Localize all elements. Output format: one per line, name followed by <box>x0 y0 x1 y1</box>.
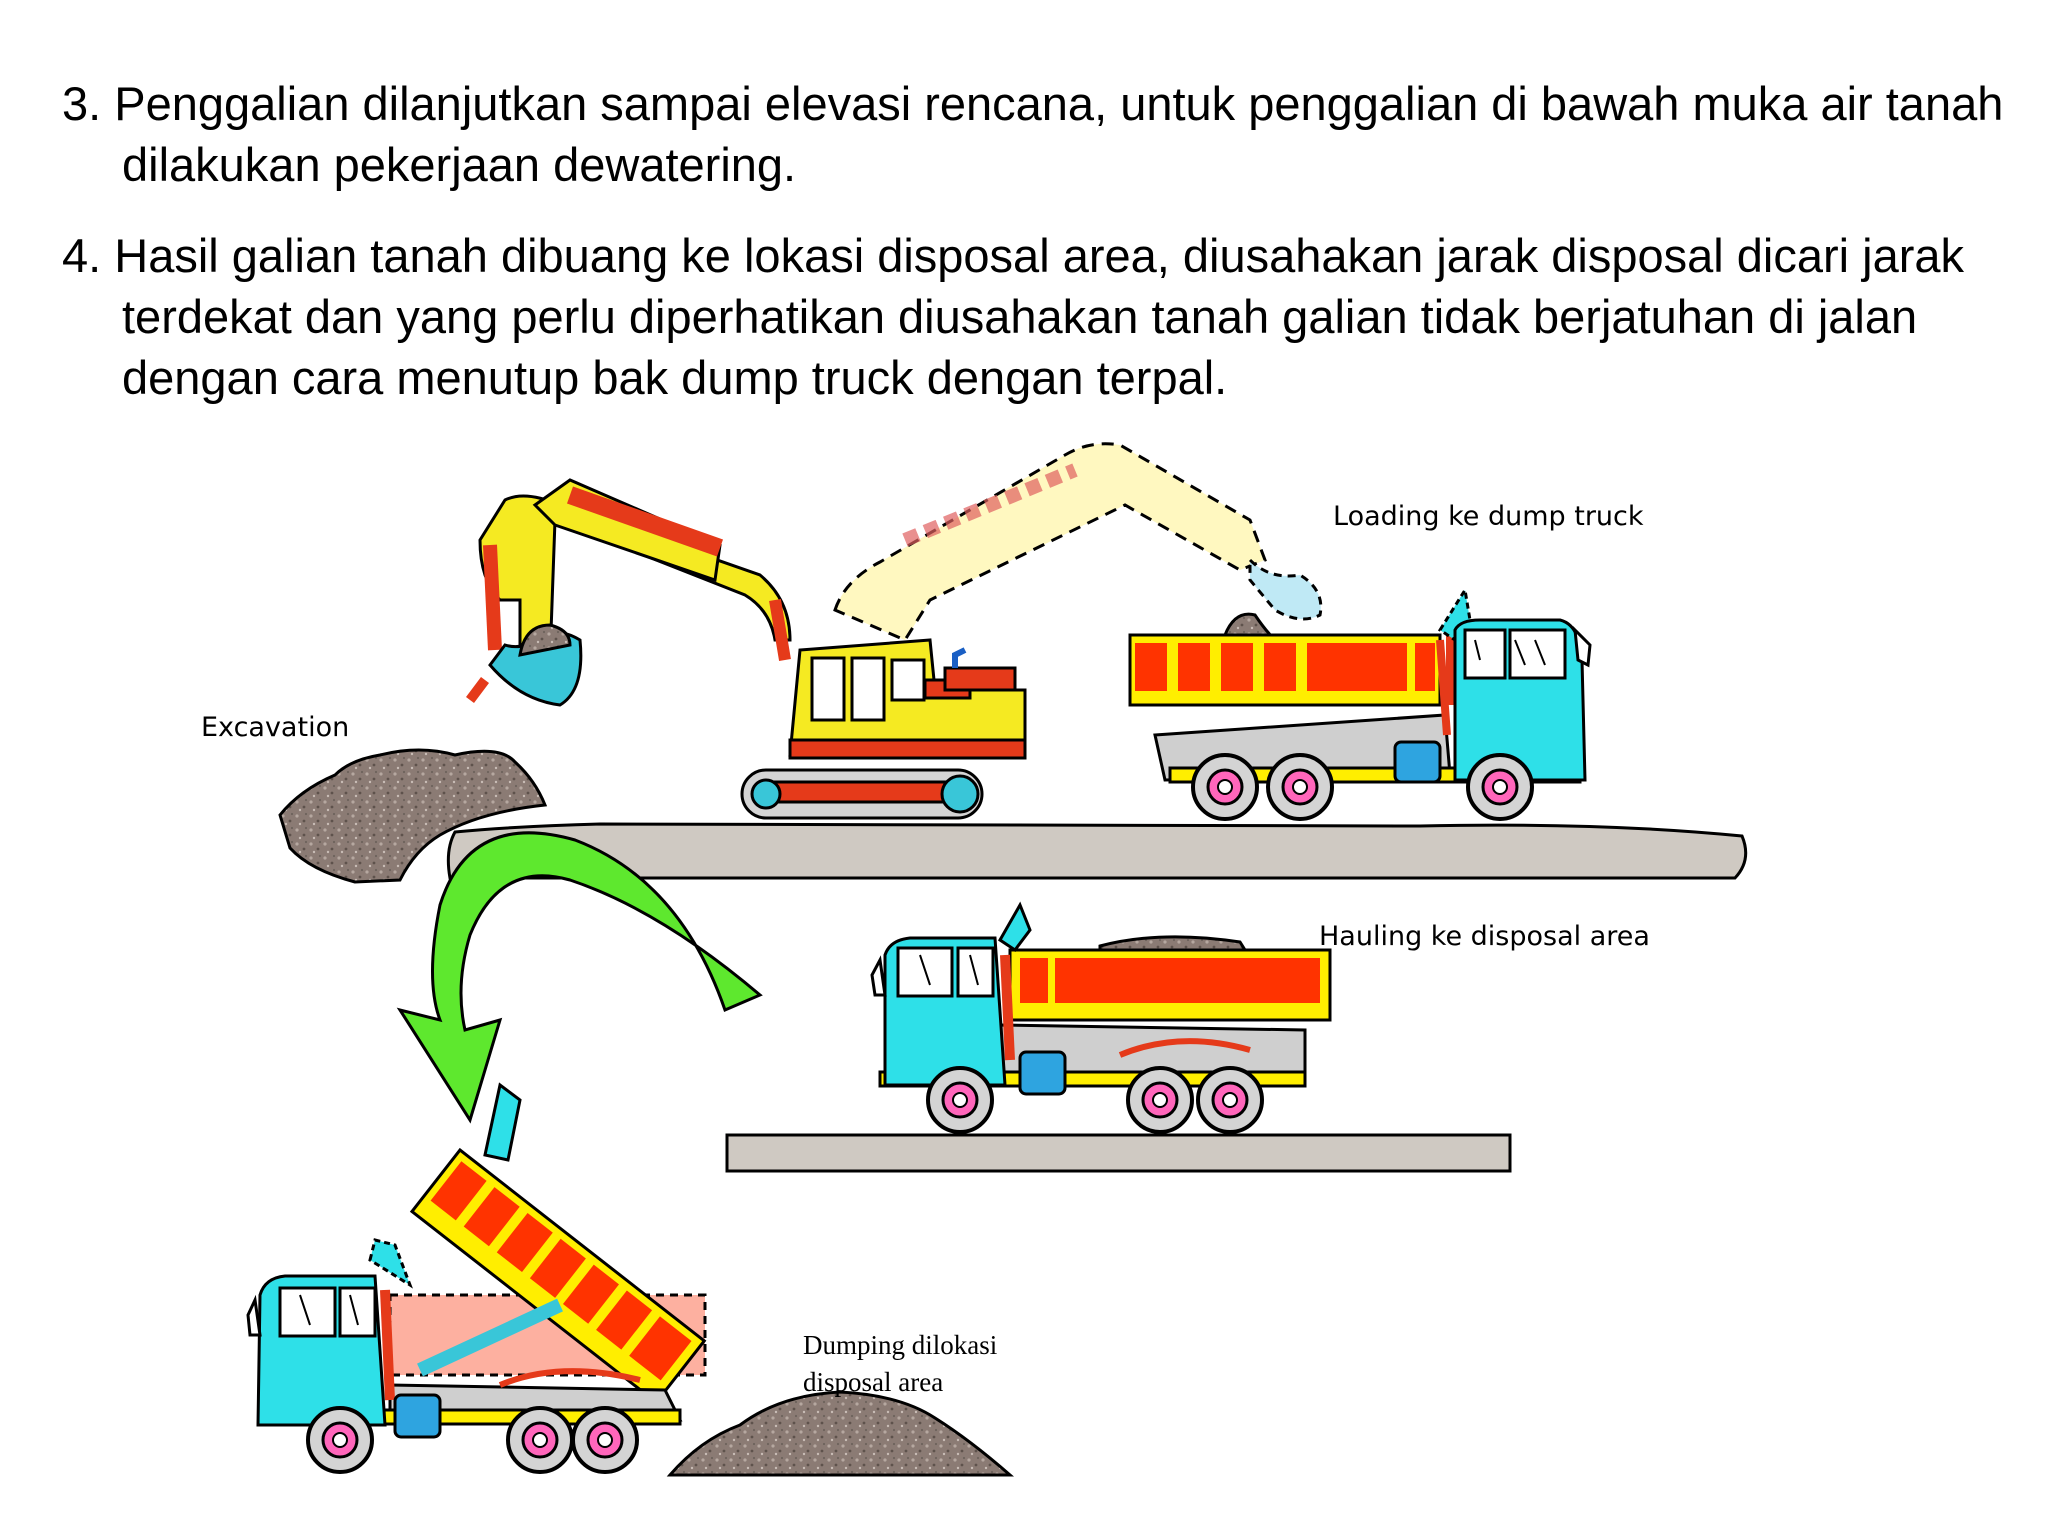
loading-label: Loading ke dump truck <box>1333 501 1644 532</box>
dumping-label-line1: Dumping dilokasi <box>803 1330 998 1360</box>
dumping-label: Dumping dilokasi disposal area <box>803 1327 997 1401</box>
step-3-text: 3. Penggalian dilanjutkan sampai elevasi… <box>62 77 2004 191</box>
hauling-label: Hauling ke disposal area <box>1319 921 1650 952</box>
dumping-label-line2: disposal area <box>803 1367 944 1397</box>
excavation-label: Excavation <box>201 712 350 743</box>
lower-road <box>725 1133 1512 1173</box>
upper-road <box>446 822 1748 880</box>
disposal-soil-pile <box>666 1390 1014 1477</box>
excavator <box>466 442 1323 820</box>
flow-arrow <box>396 831 763 1124</box>
loading-dump-truck <box>1128 585 1592 821</box>
hauling-dump-truck <box>870 901 1332 1134</box>
step-4-text: 4. Hasil galian tanah dibuang ke lokasi … <box>62 229 1965 404</box>
excavation-soil-pile <box>278 748 548 884</box>
dumping-dump-truck <box>246 1082 707 1474</box>
